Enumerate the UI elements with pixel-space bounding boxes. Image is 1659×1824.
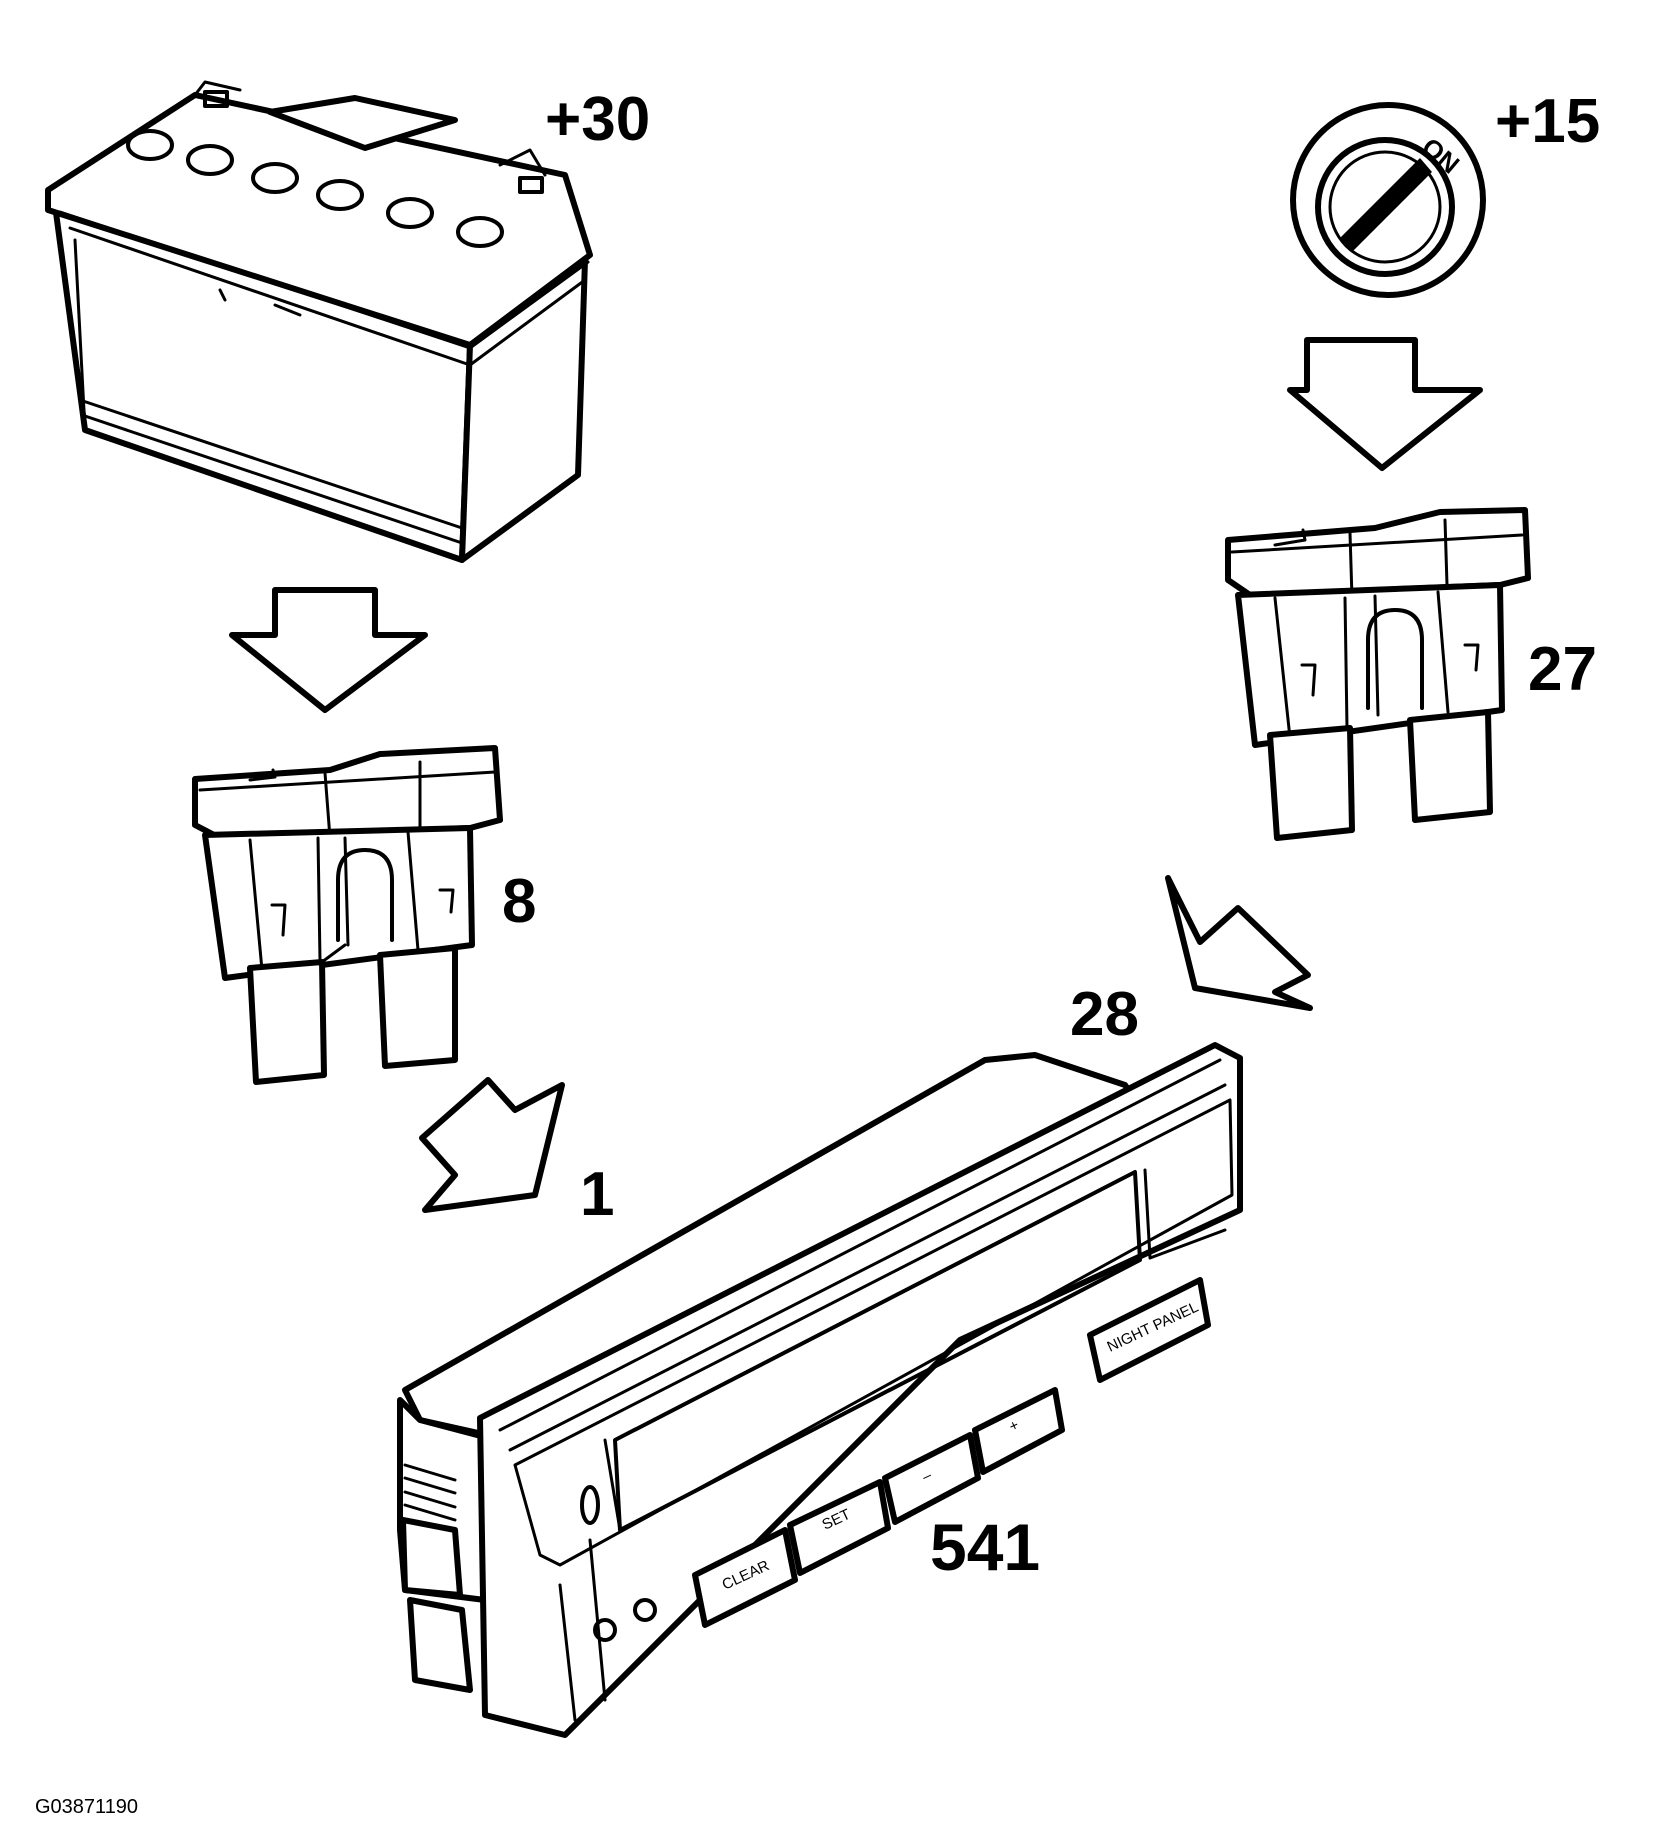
connector-pin-28-label: 28 [1070,980,1139,1049]
battery-terminal-label: +30 [545,85,650,154]
arrow-fuse8-to-module-icon [419,1077,565,1213]
set-button[interactable] [787,1479,891,1576]
arrow-ignition-to-fuse-icon [1287,337,1483,471]
connector-pin-1-label: 1 [580,1160,614,1229]
fuse-8-label: 8 [502,867,536,936]
ignition-switch-illustration: ON [1290,102,1486,298]
figure-id-label: G03871190 [35,1796,138,1818]
clear-button[interactable] [692,1527,798,1628]
fuse-8-illustration [192,745,503,1085]
fuse-27-illustration [1225,507,1531,841]
fuse-27-label: 27 [1528,635,1597,704]
ignition-terminal-label: +15 [1495,87,1600,156]
battery-illustration [45,80,593,563]
night-panel-button[interactable] [1087,1277,1211,1383]
minus-button[interactable] [882,1432,981,1525]
plus-button[interactable] [972,1387,1065,1475]
arrow-battery-to-fuse-icon [229,587,428,713]
control-module-541-illustration: CLEAR SET – + NIGHT PANEL [397,1042,1243,1738]
module-541-label: 541 [930,1510,1040,1584]
arrow-fuse27-to-module-icon [1165,875,1313,1011]
